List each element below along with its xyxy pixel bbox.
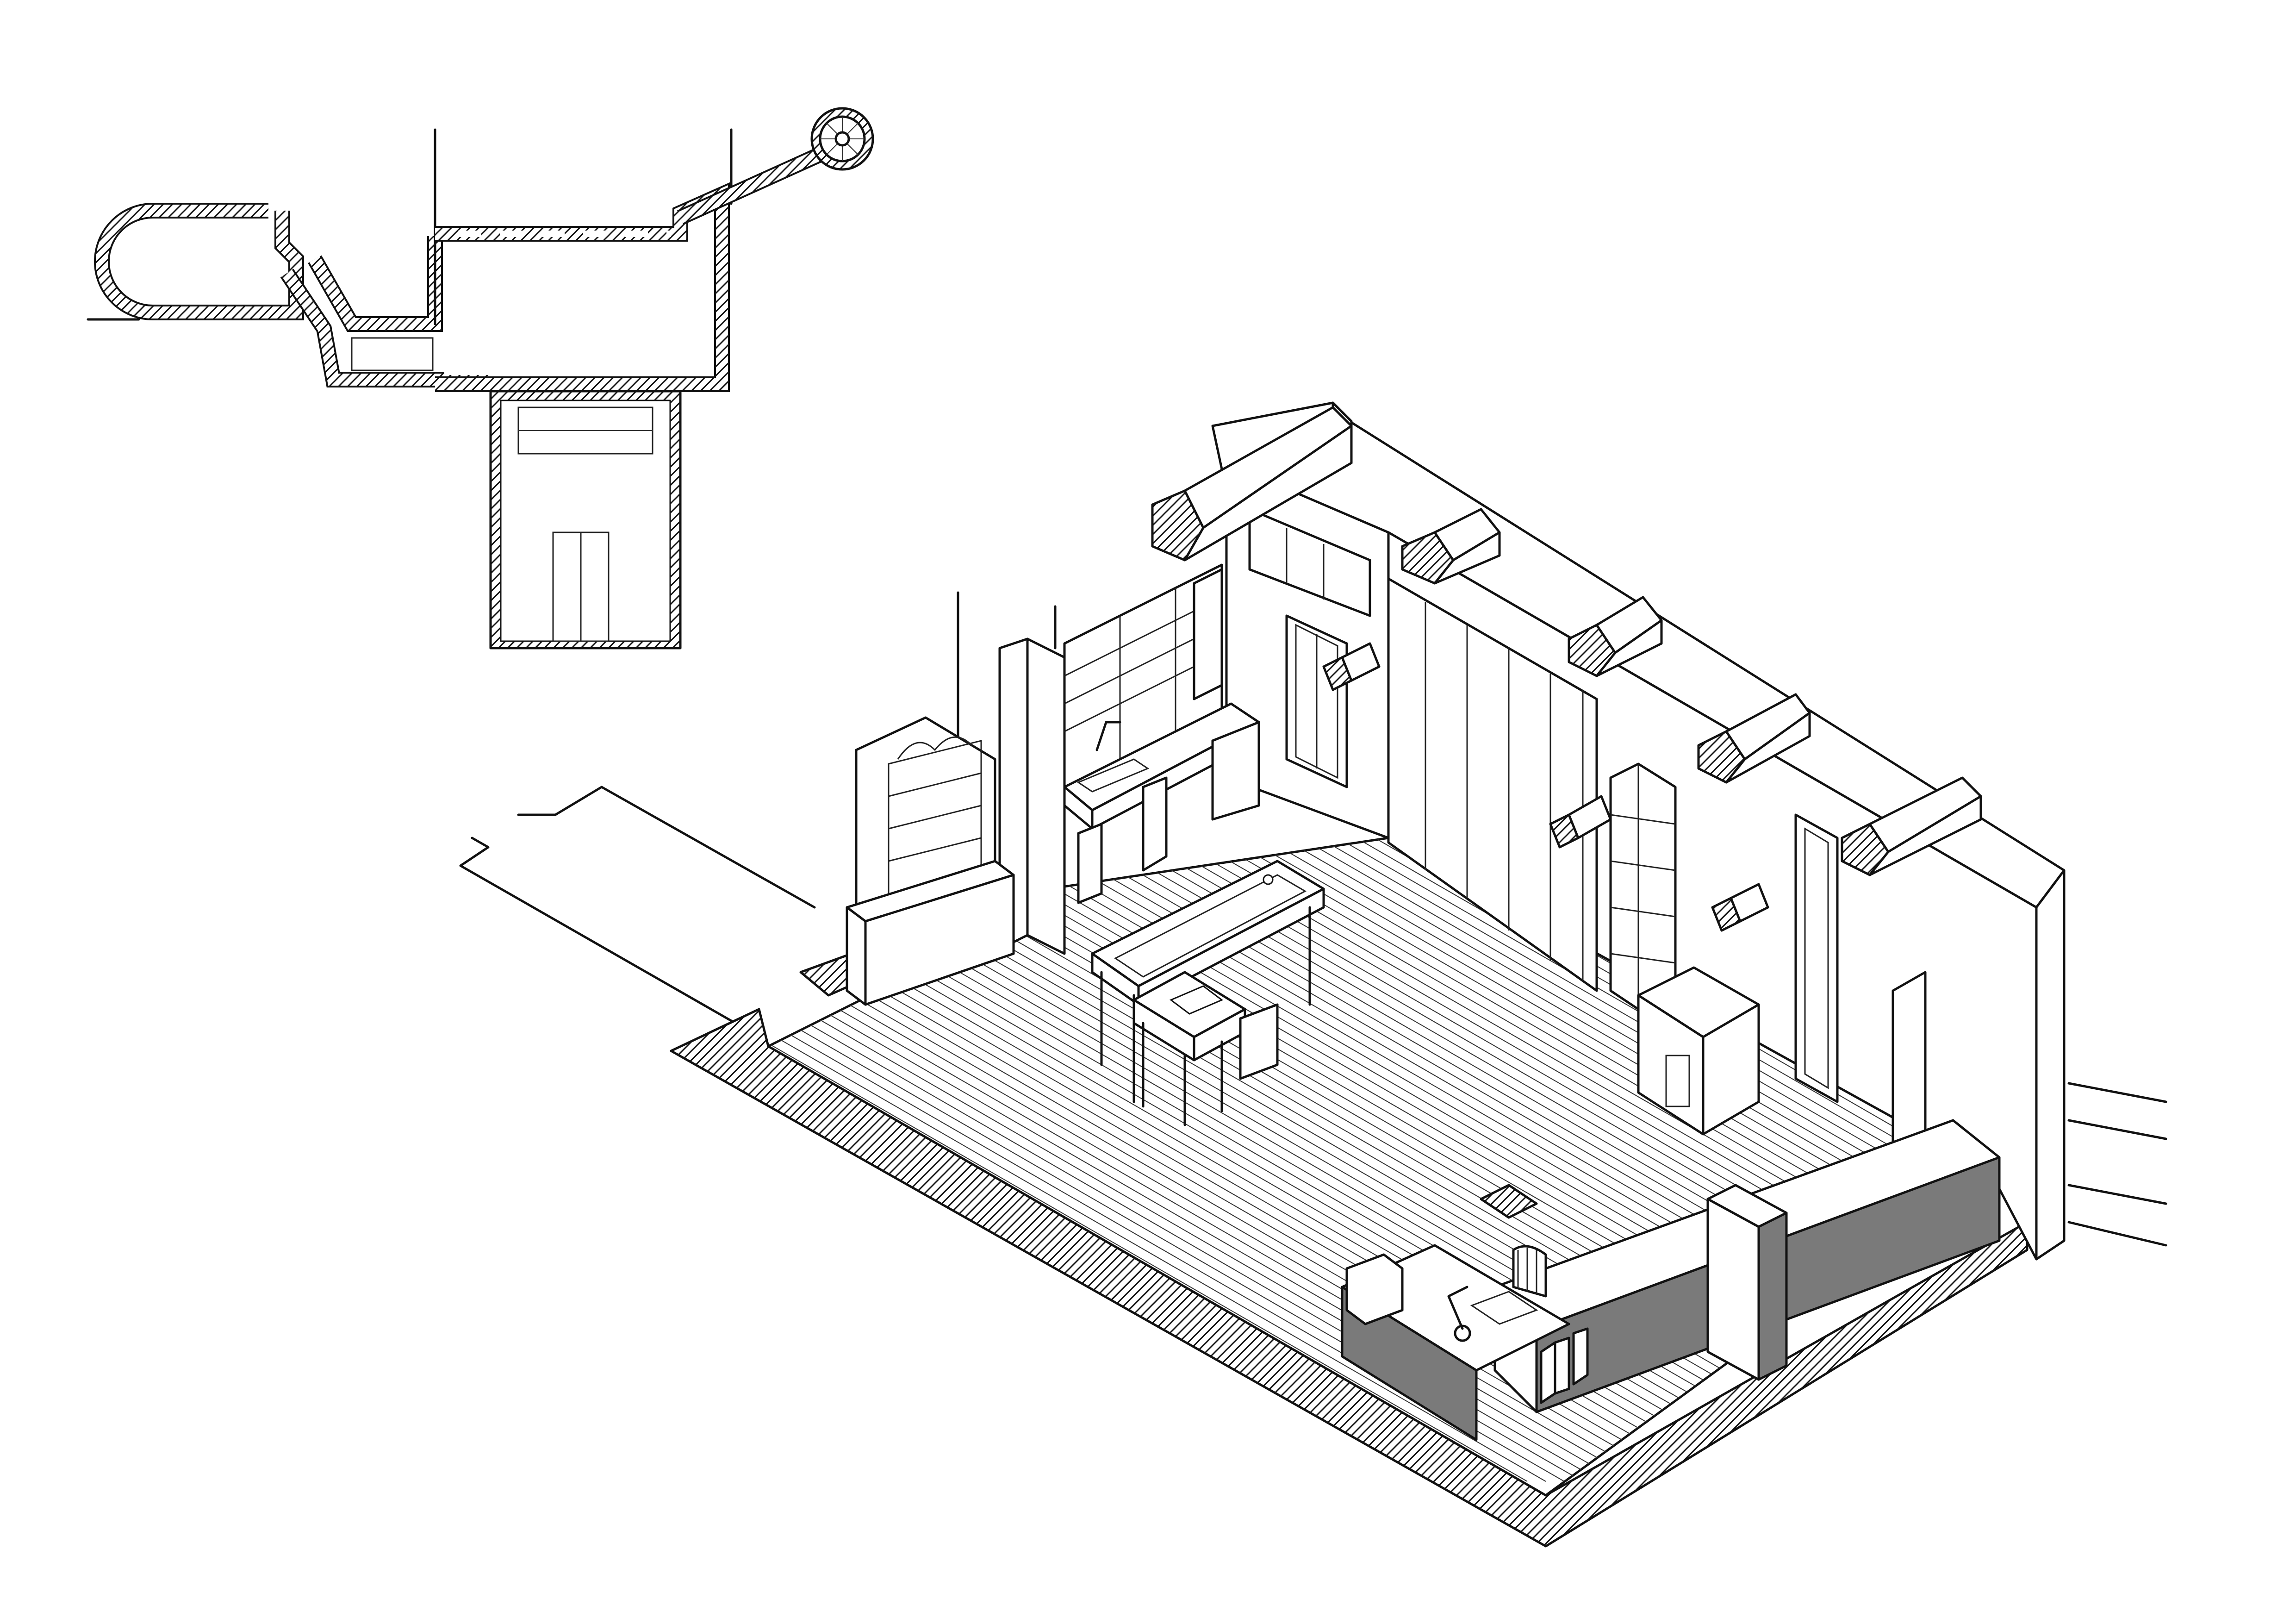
center-island	[1132, 971, 1279, 1126]
floor-plan	[87, 107, 874, 650]
chair	[1512, 1245, 1547, 1298]
ceiling-beams	[1151, 401, 1982, 932]
plan-spiral-stair	[677, 107, 874, 225]
beam-5	[1841, 776, 1982, 876]
plan-rounded-room	[87, 203, 304, 321]
floor-hatch	[1480, 1184, 1538, 1219]
window-right	[1794, 813, 1839, 1103]
floor-plank-line	[768, 838, 1694, 1482]
floor-plank-line	[1157, 838, 1990, 1482]
reception-desk	[1341, 1244, 1589, 1441]
floor-plank-line	[768, 838, 1528, 1482]
beam-4	[1697, 693, 1811, 784]
floor-plank-line	[1231, 838, 1990, 1482]
beam-small	[1322, 642, 1769, 932]
tall-window-wall	[1387, 577, 1598, 992]
plan-lower-wing	[489, 390, 682, 650]
floor-plank-line	[1138, 838, 1990, 1482]
beam-1	[1151, 401, 1353, 562]
counter-pillar	[1706, 1184, 1788, 1381]
beam-2	[1401, 508, 1501, 585]
left-columns	[957, 591, 1066, 955]
floor-plank-line	[990, 838, 1990, 1482]
right-wall-end	[1892, 869, 2066, 1261]
left-cabinet	[846, 860, 1015, 1006]
ground-outline	[459, 786, 2167, 1247]
isometric-interior	[459, 401, 2167, 1548]
floor-plank-line	[1268, 838, 1990, 1482]
desk-lamp	[1447, 1286, 1471, 1342]
floor-plank-line	[1175, 838, 1990, 1482]
floor-plank-line	[1212, 838, 1990, 1482]
floor-plank-line	[1249, 838, 1990, 1482]
binders	[1540, 1327, 1589, 1404]
wall-shelves-left	[855, 716, 996, 918]
small-cabinet	[1637, 966, 1760, 1136]
plan-stair-corridor	[280, 128, 491, 387]
beam-3	[1568, 596, 1663, 677]
spiral-stair-treads	[820, 117, 865, 161]
right-shelf-unit	[1609, 762, 1677, 1011]
plan-main-hall	[435, 128, 733, 392]
floor-plank-line	[1194, 838, 1990, 1482]
window-high	[1248, 508, 1371, 617]
window-left	[1285, 614, 1348, 788]
floor-plank-line	[768, 838, 1546, 1482]
plan-double-door	[552, 531, 610, 642]
kitchen-counter	[1063, 702, 1260, 904]
